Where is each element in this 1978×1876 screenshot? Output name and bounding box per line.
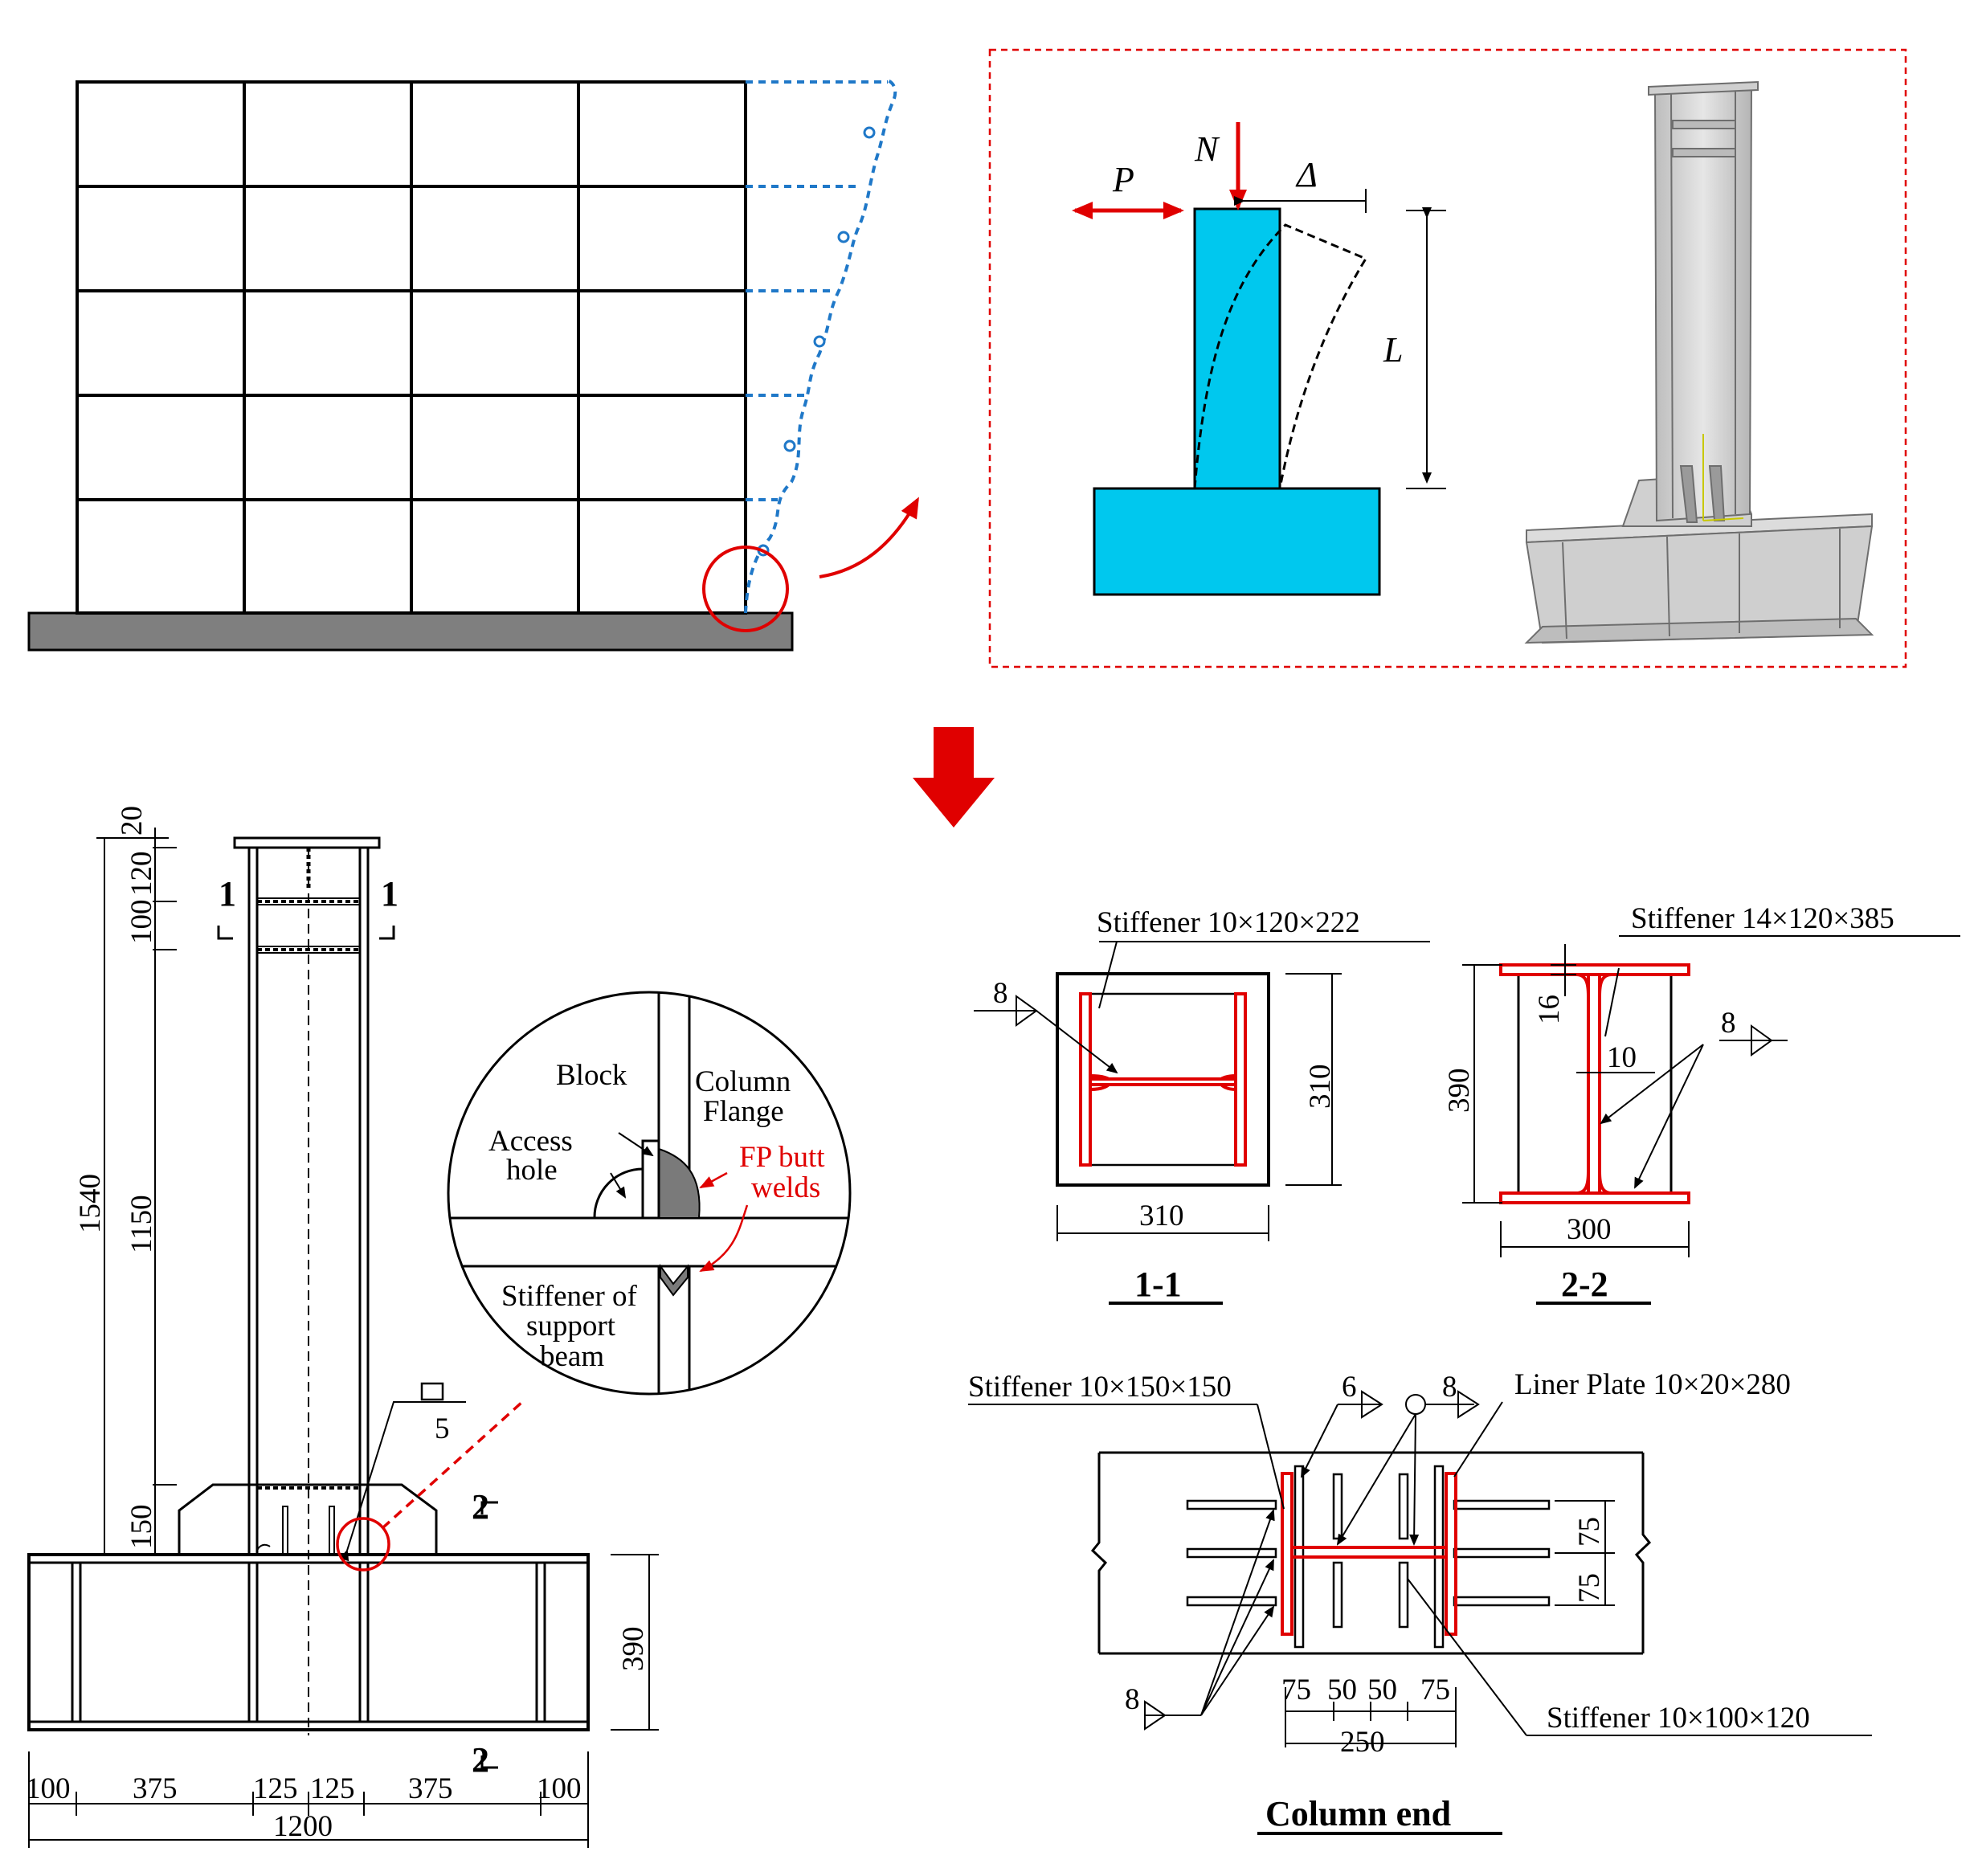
section-mark-1-right: 1: [381, 874, 398, 913]
n-label: N: [1194, 129, 1220, 169]
s11-weld: 8: [993, 977, 1008, 1010]
dim-1540: 1540: [74, 1174, 107, 1233]
section-mark-2-bottom: 2: [472, 1740, 489, 1780]
gusset-plate: [178, 1483, 438, 1555]
deformed-outline: [1193, 223, 1368, 489]
ce-weld-8-bottom: 8: [1125, 1683, 1140, 1716]
column-block: [1193, 207, 1281, 490]
frame-diagram: [27, 79, 919, 652]
detail-callout: [336, 1517, 390, 1572]
ce-label: Column end: [1265, 1794, 1451, 1833]
ce-dim-75-2: 75: [1420, 1674, 1450, 1706]
l-label: L: [1383, 330, 1403, 370]
dim-20: 20: [116, 806, 149, 836]
ce-stiffener-b: Stiffener 10×100×120: [1547, 1702, 1810, 1735]
ce-dim-50-2: 50: [1367, 1674, 1397, 1706]
dim-100-right: 100: [537, 1772, 582, 1805]
column-elevation: 1 1 2 2 5 20 120 100 1150 1540 150: [26, 806, 659, 1848]
weld-detail: Block Column Flange Access hole FP butt …: [447, 991, 852, 1396]
detail-access-hole-2: hole: [506, 1154, 558, 1187]
s11-dim-w: 310: [1139, 1200, 1184, 1232]
section-mark-2-top: 2: [472, 1487, 489, 1527]
detail-column-flange-2: Flange: [703, 1095, 784, 1128]
ce-dim-75b: 75: [1573, 1573, 1606, 1603]
frame-grid: [76, 80, 747, 615]
column-end-plan: Stiffener 10×150×150 6 8 Liner Plate 10×…: [968, 1368, 1872, 1835]
s11-dim-h: 310: [1304, 1065, 1337, 1110]
section-2-2: Stiffener 14×120×385 16 10 8 390 300 2-2: [1443, 902, 1960, 1305]
s22-dim-w: 300: [1567, 1213, 1612, 1246]
delta-label: Δ: [1295, 155, 1318, 194]
steel-model-3d: [1524, 80, 1874, 644]
weld-5: 5: [435, 1412, 450, 1445]
s22-dim-web: 10: [1607, 1041, 1637, 1074]
section-mark-1-left: 1: [219, 874, 236, 913]
section-1-1: 8 Stiffener 10×120×222 310 310 1-1: [974, 906, 1430, 1305]
curved-arrow: [819, 497, 919, 578]
dim-1200: 1200: [273, 1810, 333, 1843]
dim-120: 120: [125, 852, 158, 897]
s22-label: 2-2: [1561, 1265, 1608, 1304]
detail-column-flange: Column: [695, 1065, 791, 1098]
dim-125-right: 125: [310, 1772, 355, 1805]
ce-dim-75a: 75: [1573, 1517, 1606, 1547]
dim-100-left: 100: [26, 1772, 71, 1805]
cantilever-panel: P N Δ L: [988, 48, 1907, 668]
ce-dim-250: 250: [1340, 1726, 1385, 1759]
dim-390: 390: [617, 1627, 650, 1672]
s22-dim-flange: 16: [1533, 995, 1566, 1024]
dim-150: 150: [125, 1505, 158, 1550]
ce-weld-8-top: 8: [1442, 1371, 1457, 1404]
ce-dim-50-1: 50: [1327, 1674, 1357, 1706]
deformed-shape: [744, 79, 897, 614]
dim-1150: 1150: [125, 1195, 158, 1253]
down-arrow: [913, 727, 995, 828]
s22-stiffener-label: Stiffener 14×120×385: [1631, 902, 1894, 935]
detail-access-hole: Access: [488, 1125, 573, 1158]
foundation-block: [1093, 487, 1381, 596]
s11-stiffener-label: Stiffener 10×120×222: [1097, 906, 1360, 939]
dim-375-right: 375: [408, 1772, 453, 1805]
s22-weld: 8: [1721, 1007, 1736, 1040]
ground-base: [27, 611, 794, 652]
ce-stiffener-a: Stiffener 10×150×150: [968, 1371, 1232, 1404]
detail-stiffener-support-3: beam: [540, 1340, 604, 1373]
cap-plate: [233, 836, 381, 849]
p-label: P: [1112, 160, 1134, 199]
detail-fp-butt: FP butt: [739, 1141, 825, 1174]
panel-border: [988, 48, 1907, 668]
highlight-circle: [702, 546, 789, 632]
dim-125-left: 125: [253, 1772, 298, 1805]
detail-block: Block: [556, 1059, 627, 1092]
dim-375-left: 375: [133, 1772, 178, 1805]
detail-fp-butt-2: welds: [751, 1171, 820, 1204]
s22-dim-h: 390: [1443, 1069, 1476, 1114]
ce-liner-plate: Liner Plate 10×20×280: [1514, 1368, 1791, 1401]
detail-stiffener-support-2: support: [526, 1310, 616, 1343]
s11-label: 1-1: [1134, 1265, 1182, 1304]
detail-stiffener-support: Stiffener of: [501, 1280, 638, 1313]
ce-dim-75-1: 75: [1281, 1674, 1311, 1706]
dim-100: 100: [125, 900, 158, 945]
ce-weld-6: 6: [1342, 1371, 1357, 1404]
plastic-hinges: [757, 126, 876, 557]
